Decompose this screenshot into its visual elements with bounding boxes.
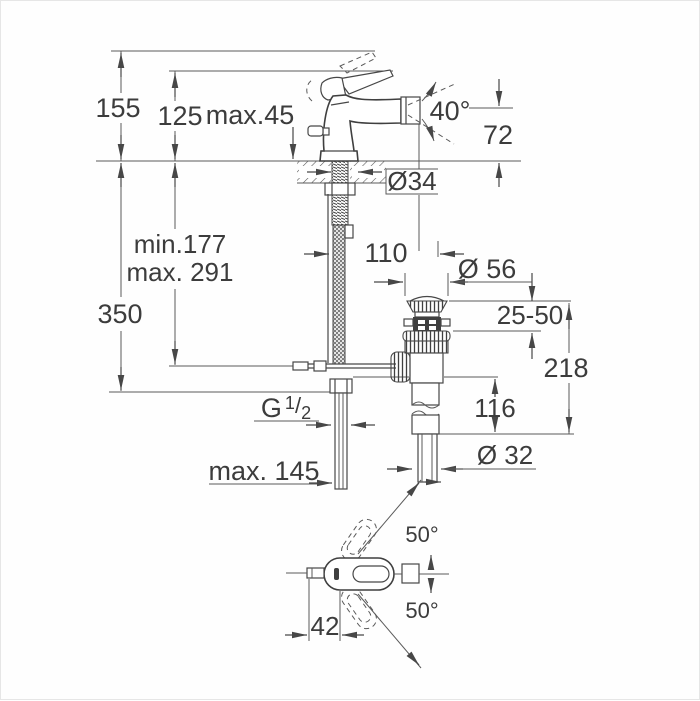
dimension-labels: 155 125 max.45 40° 72 Ø34 min.177 max. 2… xyxy=(95,93,588,641)
dim-72: 72 xyxy=(483,120,513,150)
cartridge-mark xyxy=(334,568,339,580)
dim-max45: max.45 xyxy=(206,100,295,130)
dim-116: 116 xyxy=(474,393,515,423)
spray-angle-detail xyxy=(407,81,458,145)
waste-grid xyxy=(413,317,441,331)
mounting-nut xyxy=(324,182,356,196)
flex-hose xyxy=(332,224,346,365)
dim-125: 125 xyxy=(157,101,202,131)
dim-110: 110 xyxy=(364,238,407,268)
drain-pipe xyxy=(417,433,438,483)
waste-ribbed-ring xyxy=(404,340,449,354)
dim-max291: max. 291 xyxy=(127,257,234,287)
dim-dia32: Ø 32 xyxy=(477,440,533,470)
dimension-arrows xyxy=(117,53,573,487)
left-tab xyxy=(306,567,325,579)
faucet-side-view xyxy=(306,51,421,162)
mounting-deck xyxy=(297,161,438,195)
rod-joint xyxy=(313,360,327,372)
rod-end xyxy=(292,361,309,371)
lever-blade xyxy=(336,69,394,95)
dim-50deg-top: 50° xyxy=(405,522,438,547)
dim-dia56: Ø 56 xyxy=(458,254,517,284)
lever-ghost xyxy=(339,51,377,74)
dim-50deg-bottom: 50° xyxy=(405,598,438,623)
dim-218: 218 xyxy=(543,353,588,383)
rod-clamp xyxy=(390,351,411,383)
plan-view xyxy=(285,479,449,669)
dim-min177: min.177 xyxy=(134,229,227,259)
waste-flange xyxy=(402,330,451,342)
dim-max145: max. 145 xyxy=(208,456,319,486)
g12-nut xyxy=(329,378,353,394)
g12-slash: / xyxy=(295,393,302,418)
popup-knob xyxy=(307,125,324,137)
supply-pipe xyxy=(334,392,348,490)
g12-numerator: 1 xyxy=(285,393,295,413)
g12-base: G xyxy=(261,393,282,423)
spout-plan xyxy=(401,563,420,584)
dim-350: 350 xyxy=(97,299,142,329)
faucet-underside xyxy=(292,160,396,490)
dim-dia34: Ø34 xyxy=(387,166,436,196)
waste-cap-dome xyxy=(409,295,445,302)
handle-slot xyxy=(352,565,390,583)
popup-waste xyxy=(390,295,451,483)
hose-nipple xyxy=(344,224,354,239)
dia34-callout-box xyxy=(385,168,438,195)
dim-25-50: 25-50 xyxy=(497,300,564,330)
g12-denominator: 2 xyxy=(301,403,311,423)
dim-40deg: 40° xyxy=(430,96,471,126)
dim-155: 155 xyxy=(95,93,140,123)
waste-body xyxy=(409,352,444,384)
dim-42: 42 xyxy=(311,611,340,641)
